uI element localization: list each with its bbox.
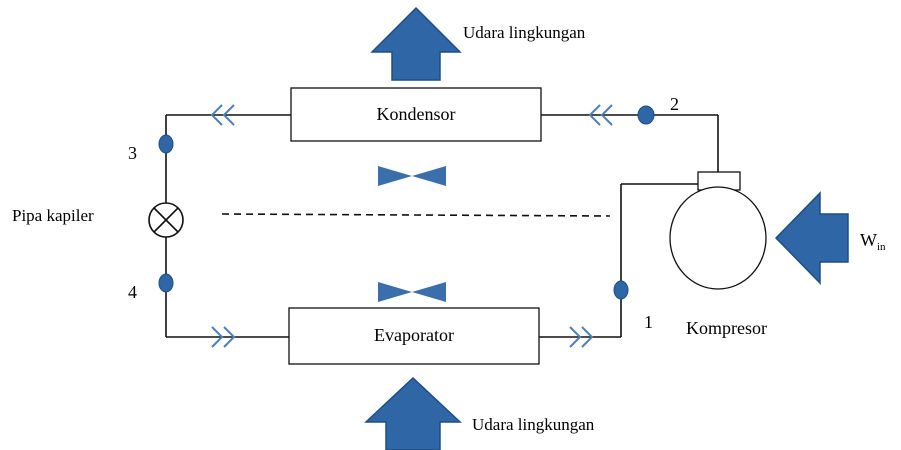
flow-chevron-bottom-right-icon (569, 326, 594, 348)
flow-chevron-top-left-icon (210, 104, 235, 126)
dashed-divider (221, 213, 611, 217)
work-input-arrow-icon (774, 191, 849, 285)
capillary-label: Pipa kapiler (12, 206, 94, 225)
state-label-2: 2 (670, 94, 679, 114)
state-label-3: 3 (128, 143, 137, 163)
condenser-fan-sides (378, 166, 412, 186)
work-input-label: Win (860, 230, 886, 253)
compressor-label: Kompresor (686, 318, 767, 338)
flow-chevron-bottom-left-icon (211, 326, 236, 348)
state-node-4 (158, 273, 174, 293)
state-node-1 (613, 280, 629, 300)
evaporator-fan-sides-r (412, 282, 446, 302)
flow-chevron-top-right-icon (588, 104, 613, 126)
bottom-air-arrow-icon (364, 376, 462, 450)
evaporator-box (288, 307, 540, 365)
state-node-2 (637, 105, 655, 125)
state-node-3 (158, 134, 174, 154)
condenser-label: Kondensor (377, 104, 456, 124)
top-air-arrow-icon (370, 6, 462, 81)
evaporator-label: Evaporator (374, 325, 454, 345)
state-label-1: 1 (644, 312, 653, 332)
top-air-label: Udara lingkungan (463, 23, 586, 42)
bottom-air-label: Udara lingkungan (472, 415, 595, 434)
valve-cross-b (153, 207, 179, 233)
condenser-box (290, 87, 542, 142)
evaporator-fan-sides (378, 282, 412, 302)
state-label-4: 4 (128, 282, 137, 302)
compressor-body-icon (669, 186, 767, 290)
condenser-fan-sides-r (412, 166, 446, 186)
